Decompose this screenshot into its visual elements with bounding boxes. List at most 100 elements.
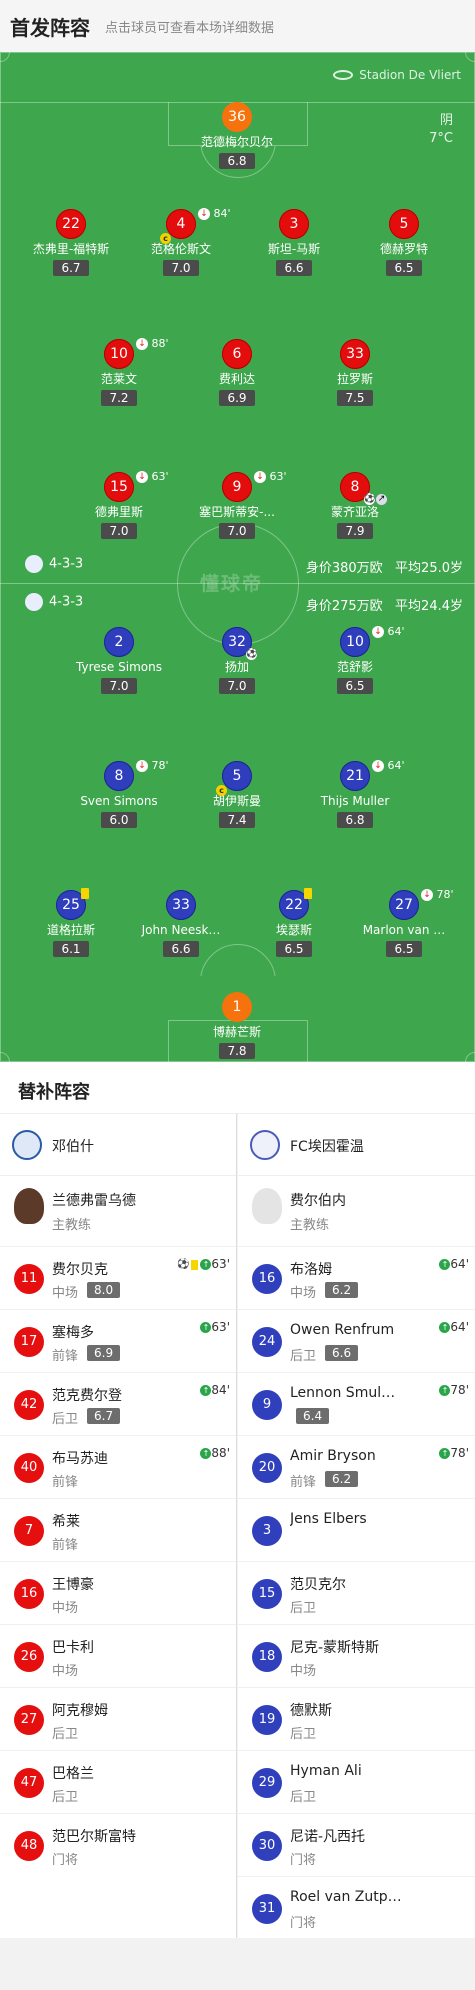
player-am3[interactable]: 21 Thijs Muller 6.8 ↓ 64' bbox=[305, 759, 405, 828]
player-ad1[interactable]: 25 道格拉斯 6.1 bbox=[21, 888, 121, 957]
player-f2[interactable]: 9 塞巴斯蒂安-... 7.0 ↓ 63' bbox=[187, 470, 287, 539]
sub-in-minute: 63' bbox=[211, 1257, 230, 1271]
player-name: Tyrese Simons bbox=[76, 660, 162, 674]
player-number: 4 bbox=[166, 209, 196, 239]
sub-in-icon: ↑ bbox=[200, 1385, 212, 1396]
away-coach[interactable]: 费尔伯内 主教练 bbox=[238, 1176, 475, 1246]
player-f3[interactable]: 8 蒙齐亚洛 7.9 ⚽ ↗ bbox=[305, 472, 405, 539]
player-number: 8 bbox=[340, 472, 370, 502]
sub-player-name: Jens Elbers bbox=[290, 1511, 367, 1527]
sub-player-position: 后卫 bbox=[290, 1727, 317, 1742]
player-af1[interactable]: 2 Tyrese Simons 7.0 bbox=[69, 627, 169, 694]
sub-out-event: ↓ 84' bbox=[198, 207, 231, 220]
away-team-header[interactable]: FC埃因霍温 bbox=[238, 1114, 475, 1176]
player-name: 埃瑟斯 bbox=[275, 923, 312, 937]
player-d3[interactable]: 3 斯坦-马斯 6.6 bbox=[244, 209, 344, 276]
coach-name: 费尔伯内 bbox=[290, 1193, 346, 1209]
sub-in-minute: 63' bbox=[211, 1320, 230, 1334]
player-rating: 6.5 bbox=[386, 941, 422, 957]
sub-minute: 84' bbox=[213, 207, 231, 220]
home-coach[interactable]: 兰德弗雷乌德 主教练 bbox=[0, 1176, 236, 1246]
sub-out-icon: ↓ bbox=[372, 626, 384, 638]
player-d4[interactable]: 5 德赫罗特 6.5 bbox=[354, 209, 454, 276]
coach-avatar bbox=[14, 1188, 44, 1224]
stadium-label: Stadion De Vliert bbox=[333, 68, 461, 82]
sub-player-name: 王博豪 bbox=[52, 1577, 94, 1593]
sub-player-name: 巴卡利 bbox=[52, 1640, 94, 1656]
sub-player-rating: 6.9 bbox=[87, 1345, 121, 1361]
sub-player-number: 16 bbox=[252, 1264, 282, 1294]
goal-ball-icon: ⚽ bbox=[246, 649, 258, 660]
player-rating: 6.1 bbox=[53, 941, 89, 957]
player-af3[interactable]: 10 范舒影 6.5 ↓ 64' bbox=[305, 625, 405, 694]
player-number: 6 bbox=[222, 339, 252, 369]
sub-minute: 63' bbox=[269, 470, 287, 483]
player-af2[interactable]: 32 扬加 7.0 ⚽ bbox=[187, 627, 287, 694]
temperature: 7°C bbox=[429, 131, 453, 146]
player-gk-home[interactable]: 36 范德梅尔贝尔 6.8 bbox=[187, 102, 287, 169]
player-am2[interactable]: 5 胡伊斯曼 7.4 c bbox=[187, 761, 287, 828]
sub-player-number: 40 bbox=[14, 1453, 44, 1483]
player-rating: 6.6 bbox=[163, 941, 199, 957]
captain-icon: c bbox=[216, 785, 227, 796]
player-ad4[interactable]: 27 Marlon van … 6.5 ↓ 78' bbox=[354, 888, 454, 957]
player-d1[interactable]: 22 杰弗里-福特斯 6.7 bbox=[21, 209, 121, 276]
sub-out-icon: ↓ bbox=[254, 471, 266, 483]
yellow-card-icon bbox=[191, 1259, 199, 1270]
sub-player-name: Amir Bryson bbox=[290, 1448, 376, 1464]
player-ad3[interactable]: 22 埃瑟斯 6.5 bbox=[244, 888, 344, 957]
player-m2[interactable]: 6 费利达 6.9 bbox=[187, 339, 287, 406]
sub-player-name: Roel van Zutp… bbox=[290, 1889, 402, 1905]
sub-in-event: ↑78' bbox=[439, 1446, 469, 1460]
away-formation: 4-3-3 bbox=[25, 593, 83, 611]
sub-player-number: 20 bbox=[252, 1453, 282, 1483]
sub-player-number: 47 bbox=[14, 1768, 44, 1798]
player-ad2[interactable]: 33 John Neesk… 6.6 bbox=[131, 890, 231, 957]
player-name: 德赫罗特 bbox=[379, 242, 428, 256]
sub-out-icon: ↓ bbox=[198, 208, 210, 220]
sub-player-name: 布马苏迪 bbox=[52, 1451, 108, 1467]
sub-in-event: ↑63' bbox=[200, 1320, 230, 1334]
player-f1[interactable]: 15 德弗里斯 7.0 ↓ 63' bbox=[69, 470, 169, 539]
player-number: 27 bbox=[389, 890, 419, 920]
home-value: 身价380万欧 平均25.0岁 bbox=[306, 557, 463, 576]
home-team-header[interactable]: 邓伯什 bbox=[0, 1114, 236, 1176]
sub-player-number: 11 bbox=[14, 1264, 44, 1294]
player-m1[interactable]: 10 范莱文 7.2 ↓ 88' bbox=[69, 337, 169, 406]
sub-player-position: 门将 bbox=[290, 1916, 317, 1931]
player-name: 塞巴斯蒂安-... bbox=[199, 505, 275, 519]
coach-avatar bbox=[252, 1188, 282, 1224]
player-d2[interactable]: 4 范格伦斯文 7.0 ↓ 84' c bbox=[131, 207, 231, 276]
sub-in-icon: ↑ bbox=[200, 1448, 212, 1459]
player-gk-away[interactable]: 1 博赫芒斯 7.8 bbox=[187, 992, 287, 1059]
player-name: Sven Simons bbox=[80, 794, 158, 808]
player-m3[interactable]: 33 拉罗斯 7.5 bbox=[305, 339, 405, 406]
sub-player-number: 19 bbox=[252, 1705, 282, 1735]
sub-out-icon: ↓ bbox=[372, 760, 384, 772]
player-am1[interactable]: 8 Sven Simons 6.0 ↓ 78' bbox=[69, 759, 169, 828]
